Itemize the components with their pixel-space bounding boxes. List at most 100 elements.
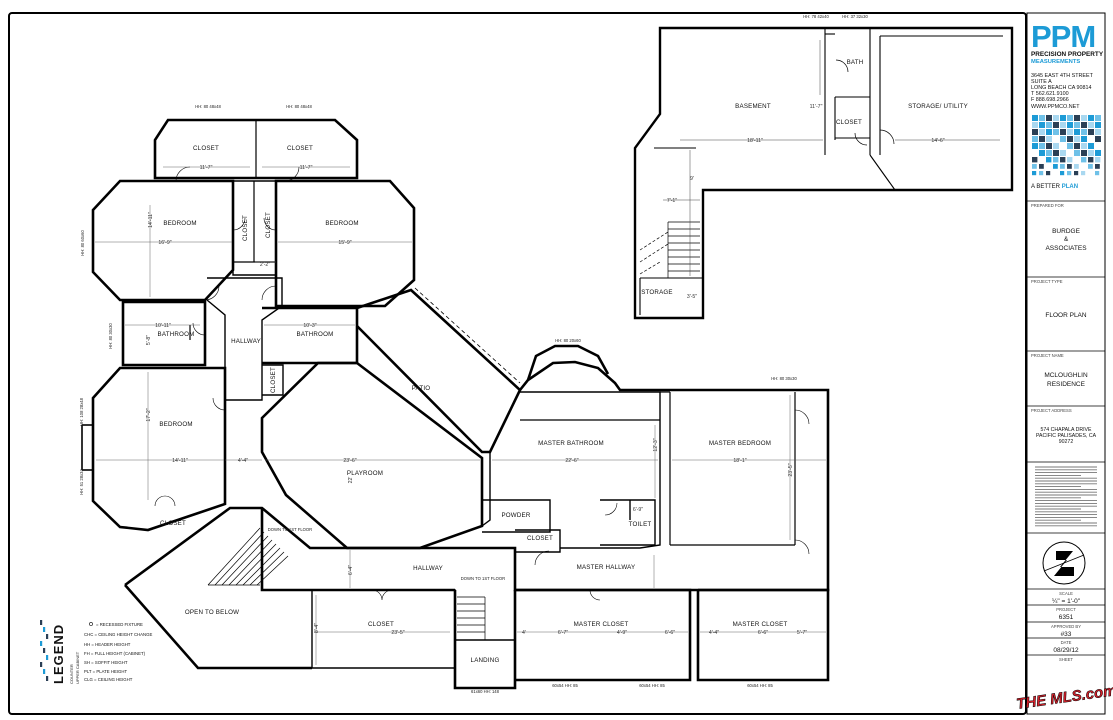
window-note-landing: 61x60 HH: 148 (471, 689, 500, 694)
window-note-bedroom-lower-1: HH: 108 28x48 (79, 397, 84, 426)
prepared-for-line3: ASSOCIATES (1045, 245, 1087, 252)
approved-by: #33 (1061, 631, 1072, 638)
mosaic-tile (1032, 164, 1037, 169)
dim-bedroom-lower-depth: 17'-2" (146, 408, 152, 421)
room-playroom: PLAYROOM (347, 470, 383, 477)
legend-title: LEGEND (51, 624, 66, 684)
mosaic-tile (1067, 136, 1073, 142)
main-floor-plan (81, 118, 830, 690)
tagline: A BETTER PLAN (1031, 184, 1078, 190)
dim-storage-depth: 3'-5" (687, 294, 697, 300)
dim-master-closet1-a: 4' (522, 630, 526, 636)
room-closet-small: CLOSET (270, 367, 277, 393)
mosaic-tile (1032, 136, 1038, 142)
north-arrow-icon (1042, 541, 1086, 585)
title-block: PPM PRECISION PROPERTY MEASUREMENTS 3645… (1015, 12, 1113, 715)
recessed-fixture-icon (89, 622, 93, 626)
dim-bath-right-width: 10'-3" (303, 323, 316, 329)
mosaic-tile (1046, 150, 1052, 156)
dim-master-closet2-c: 5'-7" (797, 630, 807, 636)
mosaic-tile (1032, 171, 1037, 176)
legend-bar (43, 669, 46, 674)
mosaic-tile (1067, 122, 1073, 128)
mosaic-tile (1095, 136, 1101, 142)
dim-basement-lower-width: 7'-1" (667, 198, 677, 204)
mosaic-tile (1088, 122, 1094, 128)
svg-text:LONG BEACH CA 90814: LONG BEACH CA 90814 (1031, 85, 1092, 91)
project-address-line2: PACIFIC PALISADES, CA (1036, 433, 1097, 439)
mosaic-tile (1074, 164, 1079, 169)
mosaic-tile (1053, 143, 1059, 149)
door-swings (154, 166, 810, 601)
mosaic-tile (1095, 164, 1100, 169)
scale-value: ¼" = 1'-0" (1052, 598, 1081, 605)
legend: LEGEND COUNTER UPPER CABINET = RECESSED … (40, 620, 152, 684)
dim-bedroom-lower-width: 14'-11" (172, 458, 188, 464)
project-address-line1: 574 CHAPALA DRIVE (1041, 427, 1092, 433)
dim-master-closet1-c: 4'-9" (617, 630, 627, 636)
dim-bedroom-right-width: 15'-9" (338, 240, 351, 246)
mosaic-tile (1074, 122, 1080, 128)
room-storage-basement: STORAGE (641, 289, 673, 296)
pixel-mosaic-graphic (1032, 115, 1101, 176)
mosaic-tile (1053, 157, 1059, 163)
window-note-top-closet-1: HH: 80 48x48 (195, 104, 221, 109)
prepared-for-label: PREPARED FOR (1031, 203, 1064, 208)
room-bedroom-left: BEDROOM (163, 220, 196, 227)
label-down-to-first-floor-2: DOWN TO 1ST FLOOR (461, 576, 505, 581)
project-type-label: PROJECT TYPE (1031, 279, 1063, 284)
room-hallway-top: HALLWAY (231, 338, 261, 345)
mosaic-tile (1039, 122, 1045, 128)
legend-item-hh: HH = HEADER HEIGHT (84, 642, 131, 647)
mosaic-tile (1088, 115, 1094, 121)
dim-basement-depth: 9' (690, 176, 694, 182)
dim-hallway-depth: 6'-4" (348, 565, 354, 575)
mosaic-tile (1039, 164, 1044, 169)
legend-bar (40, 641, 43, 646)
mosaic-tile (1081, 129, 1087, 135)
project-number: 6351 (1059, 614, 1074, 621)
mosaic-tile (1053, 115, 1059, 121)
mosaic-tile (1039, 136, 1045, 142)
dim-closet-left-width: 11'-7" (200, 165, 213, 171)
mosaic-tile (1067, 157, 1073, 163)
company-name-line2: MEASUREMENTS (1031, 59, 1080, 65)
mosaic-tile (1081, 136, 1087, 142)
room-master-hallway: MASTER HALLWAY (577, 564, 636, 571)
mosaic-tile (1032, 129, 1038, 135)
room-closet-basement: CLOSET (836, 119, 862, 126)
svg-text:3645 EAST 4TH STREET: 3645 EAST 4TH STREET (1031, 73, 1094, 79)
mosaic-tile (1095, 129, 1101, 135)
mosaic-tile (1095, 122, 1101, 128)
mosaic-tile (1074, 143, 1080, 149)
mosaic-tile (1074, 171, 1079, 176)
scale-label: SCALE (1059, 591, 1073, 596)
mosaic-tile (1046, 157, 1052, 163)
mosaic-tile (1095, 115, 1101, 121)
mosaic-tile (1046, 122, 1052, 128)
dim-master-bed-depth: 23'-5" (788, 463, 794, 476)
mosaic-tile (1046, 129, 1052, 135)
mosaic-tile (1060, 115, 1066, 121)
mosaic-tile (1074, 136, 1080, 142)
room-landing: LANDING (471, 657, 500, 664)
room-closet-lower-left: CLOSET (160, 520, 186, 527)
basement-plan (633, 26, 1014, 320)
dim-bath-left-width: 10'-11" (155, 323, 171, 329)
ppm-logo: PPM (1031, 19, 1095, 54)
mosaic-tile (1039, 150, 1045, 156)
mosaic-tile (1088, 157, 1094, 163)
mosaic-tile (1039, 171, 1044, 176)
dim-bath-left-depth: 5'-8" (146, 335, 152, 345)
mosaic-tile (1088, 143, 1094, 149)
approved-by-label: APPROVED BY (1051, 624, 1081, 629)
dim-closet-center: 2'-2" (260, 262, 270, 268)
dim-master-bath-width: 22'-6" (565, 458, 578, 464)
main-stairs (207, 527, 289, 586)
mosaic-tile (1053, 129, 1059, 135)
legend-bar (46, 676, 49, 681)
date-label: DATE (1061, 640, 1072, 645)
mosaic-tile (1060, 157, 1066, 163)
label-down-to-first-floor: DOWN TO 1ST FLOOR (268, 527, 312, 532)
